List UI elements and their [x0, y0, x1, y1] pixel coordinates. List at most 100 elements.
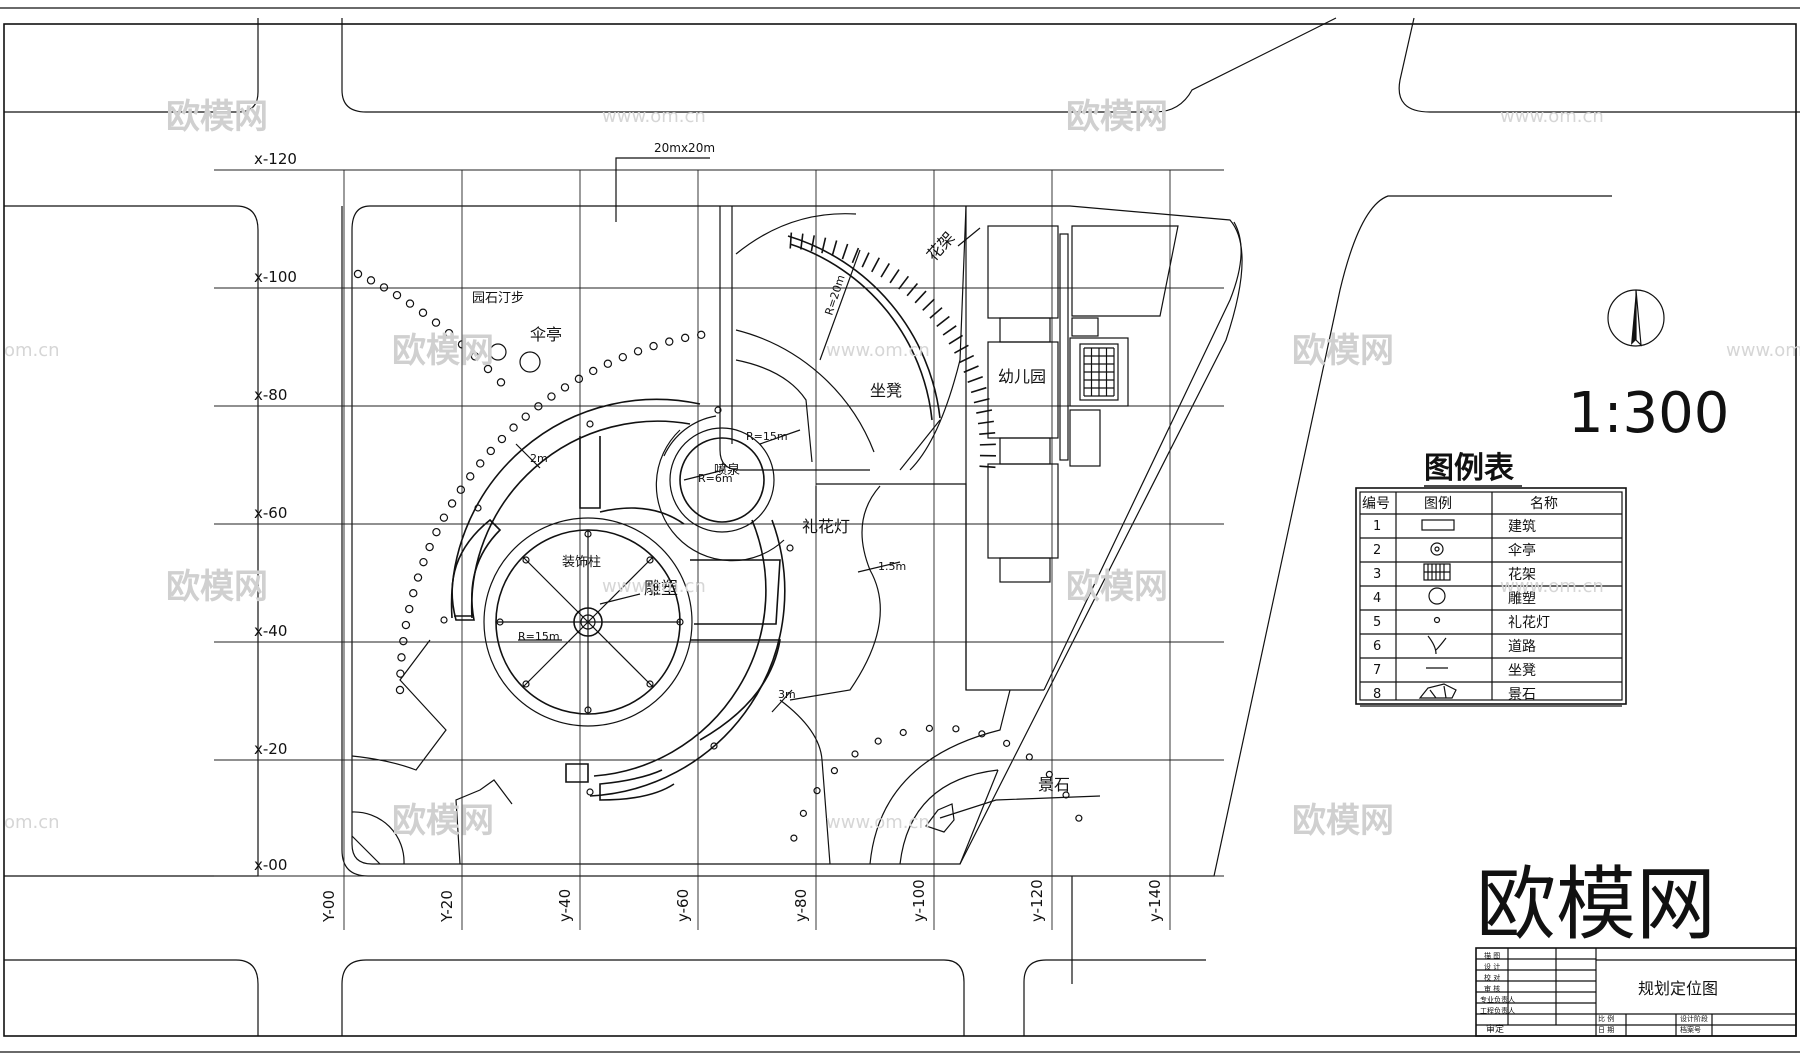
- kindergarten-label: 幼儿园: [998, 367, 1046, 386]
- x-label-120: x-120: [254, 150, 297, 168]
- approve-label: 审定: [1486, 1023, 1504, 1035]
- watermark: 欧模网: [1292, 331, 1394, 371]
- legend-row-no: 2: [1373, 543, 1381, 558]
- y-axis-labels: Y-00 Y-20 y-40 y-60 y-80 y-100 y-120 y-1…: [320, 879, 1164, 923]
- y-label-20: Y-20: [438, 890, 456, 923]
- watermark-url: www.om.cn: [1500, 576, 1604, 597]
- y-label-100: y-100: [910, 879, 928, 922]
- legend-row-name: 礼花灯: [1508, 615, 1550, 631]
- x-label-80: x-80: [254, 386, 287, 404]
- trellis-grid-icon: [1423, 563, 1451, 581]
- central-plaza: [450, 398, 786, 801]
- building-rect-icon: [1421, 519, 1455, 531]
- legend-table: 图例表 编号 图例 名称 1 2 3 4 5 6 7 8 建筑 伞亭 花架 雕塑…: [1355, 451, 1627, 707]
- plan-annotations: 园石汀步 伞亭 花架 R=20m 坐凳 幼儿园 2m R=15m R=6m 喷泉…: [472, 228, 1070, 794]
- title-block-label: 设 计: [1484, 962, 1500, 971]
- title-block-label: 审 核: [1484, 984, 1500, 993]
- plaza-radius-label: R=15m: [518, 630, 560, 643]
- watermark-url: www.om.cn: [602, 576, 706, 597]
- width-3m-label: 3m: [778, 688, 796, 701]
- legend-row-no: 8: [1373, 687, 1381, 702]
- legend-row-no: 4: [1373, 591, 1381, 606]
- bench-label: 坐凳: [870, 381, 902, 400]
- fountain-radius-label: R=15m: [746, 430, 788, 443]
- y-label-60: y-60: [674, 889, 692, 922]
- dimension-lines: [515, 249, 901, 713]
- pavilion-icon: [489, 343, 507, 361]
- y-label-120: y-120: [1028, 879, 1046, 922]
- drawing-title: 规划定位图: [1638, 979, 1718, 998]
- scale-field-label: 比 例: [1598, 1014, 1614, 1023]
- legend-row-name: 雕塑: [1508, 591, 1536, 607]
- archive-field-label: 档案号: [1680, 1025, 1701, 1034]
- width-1-5m-label: 1.5m: [878, 560, 906, 573]
- title-block-label: 专业负责人: [1480, 995, 1515, 1004]
- x-label-60: x-60: [254, 504, 287, 522]
- street-blocks: [4, 17, 1800, 1036]
- watermark-url: www.om.cn: [826, 812, 930, 833]
- stone-icon: [1418, 683, 1457, 699]
- stone-stepping-path: [353, 269, 706, 695]
- north-arrow-icon: [1607, 289, 1665, 347]
- y-label-00: Y-00: [320, 890, 338, 923]
- legend-row-name: 建筑: [1508, 519, 1536, 535]
- grid-size-note: 20mx20m: [615, 141, 715, 222]
- landscape-stone: [925, 795, 1101, 833]
- legend-title: 图例表: [1424, 451, 1514, 486]
- x-label-40: x-40: [254, 622, 287, 640]
- sculpture-label: 雕塑: [644, 579, 678, 599]
- legend-row-no: 6: [1373, 639, 1381, 654]
- legend-header-no: 编号: [1362, 496, 1390, 512]
- decor-columns: [440, 406, 794, 796]
- kindergarten-building: [987, 225, 1179, 583]
- watermark-url: om.cn: [4, 812, 60, 833]
- y-label-40: y-40: [556, 889, 574, 922]
- grid-size-label: 20mx20m: [654, 141, 715, 155]
- decor-column-label: 装饰柱: [562, 555, 601, 570]
- park-paths: [351, 205, 1044, 865]
- title-block-label: 工程负责人: [1480, 1006, 1515, 1015]
- x-label-100: x-100: [254, 268, 297, 286]
- drawing-frame: [0, 7, 1800, 1053]
- legend-row-name: 道路: [1508, 639, 1536, 655]
- watermark-url: www.om.cn: [1726, 340, 1800, 361]
- scale-label: 1:300: [1568, 381, 1729, 446]
- watermark-url: www.om.cn: [602, 106, 706, 127]
- trellis-label: 花架: [923, 228, 959, 265]
- watermark-url: www.om.cn: [826, 340, 930, 361]
- lamp-path: [790, 724, 1083, 842]
- flower-trellis: [787, 227, 996, 471]
- fountain-label: 喷泉: [714, 462, 740, 478]
- road-fork-icon: [1427, 635, 1447, 655]
- watermark: 欧模网: [1066, 567, 1168, 607]
- x-label-00: x-00: [254, 856, 287, 874]
- pavilion-icon: [519, 351, 541, 373]
- watermark: 欧模网: [392, 331, 494, 371]
- title-block: 描 图 设 计 校 对 审 核 专业负责人 工程负责人 审定 规划定位图 比 例…: [1475, 947, 1797, 1037]
- flower-lamp-label: 礼花灯: [802, 517, 850, 536]
- watermark-url: www.om.cn: [1500, 106, 1604, 127]
- watermark: 欧模网: [1066, 97, 1168, 137]
- stage-field-label: 设计阶段: [1680, 1014, 1708, 1023]
- brand-logo-text: 欧模网: [1476, 858, 1716, 951]
- landscape-stone-label: 景石: [1038, 775, 1070, 794]
- title-block-label: 描 图: [1484, 951, 1500, 960]
- watermark: 欧模网: [392, 801, 494, 841]
- legend-row-no: 5: [1373, 615, 1381, 630]
- y-label-80: y-80: [792, 889, 810, 922]
- x-label-20: x-20: [254, 740, 287, 758]
- legend-header-name: 名称: [1530, 496, 1558, 512]
- legend-row-no: 3: [1373, 567, 1381, 582]
- stepping-stones-label: 园石汀步: [472, 291, 524, 306]
- x-axis-labels: x-120 x-100 x-80 x-60 x-40 x-20 x-00: [254, 150, 297, 874]
- watermark: 欧模网: [166, 567, 268, 607]
- coordinate-grid: [214, 169, 1224, 930]
- y-label-140: y-140: [1146, 879, 1164, 922]
- width-2m-label: 2m: [530, 452, 548, 465]
- watermark: 欧模网: [1292, 801, 1394, 841]
- legend-row-name: 花架: [1508, 567, 1536, 583]
- watermark: 欧模网: [166, 97, 268, 137]
- watermark-url: om.cn: [4, 340, 60, 361]
- pavilion-label: 伞亭: [530, 325, 562, 344]
